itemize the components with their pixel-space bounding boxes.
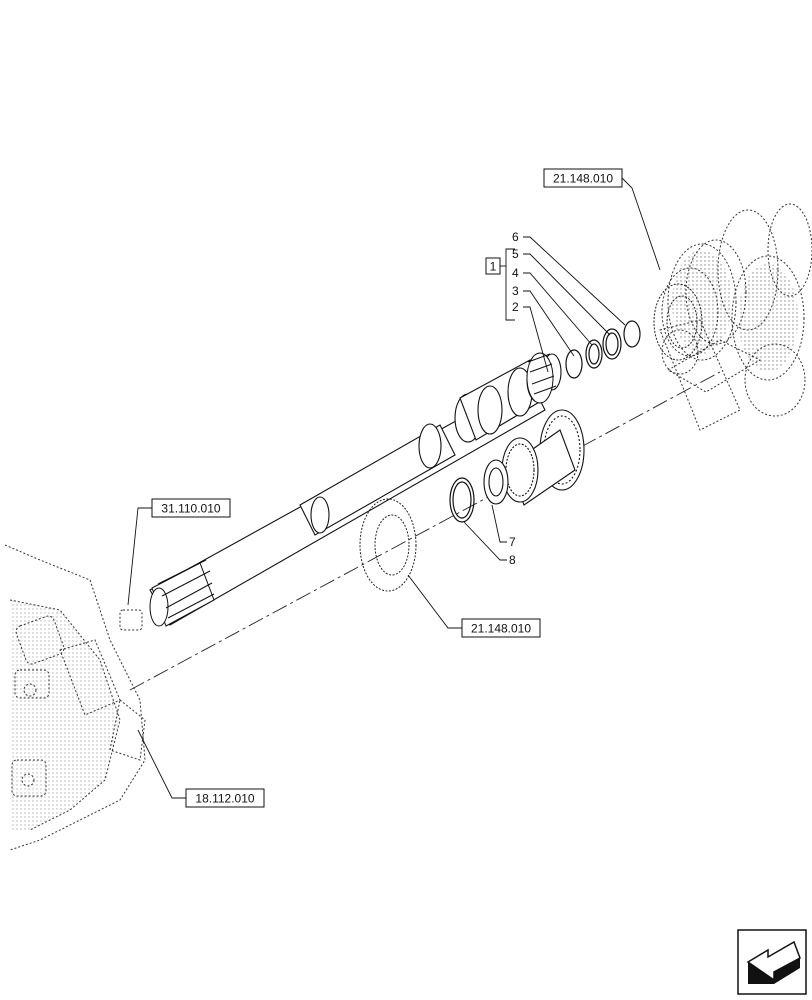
synchronizer-ring-top [653, 283, 703, 361]
next-page-arrow-icon[interactable] [737, 929, 807, 995]
item-number-4: 4 [512, 266, 519, 280]
item-number-7: 7 [509, 535, 516, 549]
ref-label-top-right[interactable]: 21.148.010 [543, 168, 623, 188]
shaft-rings [565, 320, 641, 379]
right-housing-texture [672, 250, 798, 372]
item-number-5: 5 [512, 247, 519, 261]
center-axis-line [129, 371, 721, 691]
ring-4 [602, 328, 622, 360]
ref-text-center-bottom: 21.148.010 [471, 622, 531, 636]
ref-text-lower-left: 18.112.010 [195, 792, 254, 806]
counter-gear [483, 409, 585, 506]
shaft-spline-left [149, 559, 215, 627]
ref-label-left-shaft[interactable]: 31.110.010 [151, 498, 231, 518]
snap-ring-8 [449, 477, 475, 523]
ring-2 [565, 349, 583, 379]
ref-text-top-right: 21.148.010 [553, 172, 613, 186]
item-number-2: 2 [512, 300, 519, 314]
ref-label-center-bottom[interactable]: 21.148.010 [461, 618, 541, 638]
item-number-3: 3 [512, 284, 519, 298]
ring-3 [585, 339, 603, 369]
item-numbers: 6 5 4 3 2 7 8 [509, 230, 519, 567]
group-label-box: 1 [485, 257, 501, 275]
item-number-6: 6 [512, 230, 519, 244]
ref-label-lower-left[interactable]: 18.112.010 [185, 788, 265, 808]
ring-5 [623, 320, 641, 348]
item-number-8: 8 [509, 553, 516, 567]
leader-lines [127, 177, 661, 799]
left-housing-texture [10, 600, 120, 830]
synchronizer-ring-bottom [359, 498, 417, 592]
group-label-text: 1 [490, 260, 497, 274]
ref-text-left-shaft: 31.110.010 [161, 502, 220, 516]
